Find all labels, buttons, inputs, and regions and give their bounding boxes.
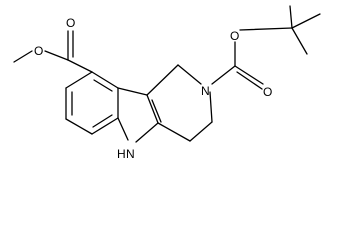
bond-benzene-4	[65, 118, 93, 135]
tetrahydropyridine-ring: N	[146, 64, 213, 142]
molecule-structure: O O H N N	[13, 5, 321, 161]
bond-carbonyl-c-ring	[67, 59, 93, 73]
carbamate-ether-oxygen-label: O	[230, 29, 239, 43]
bond-benzene-1	[91, 71, 119, 89]
bond-ch2-c2	[157, 122, 191, 142]
bond-o-carbonyl-c	[44, 50, 69, 61]
bond-methyl-o	[13, 50, 33, 63]
bond-c3-ch2-top	[146, 64, 179, 96]
bond-n-ch2-right	[209, 91, 213, 123]
bond-ch2-n	[177, 64, 202, 85]
bond-benzene-inner-1	[93, 79, 113, 92]
bond-benzene-inner-2	[92, 114, 113, 128]
bond-n-carbonyl-c	[211, 65, 236, 85]
bond-tbu-methyl-right	[291, 13, 321, 29]
bond-pyrrole-c2-n	[135, 122, 159, 143]
indole-nh-n-label: N	[126, 147, 135, 161]
carbamate-carbonyl-oxygen-label: O	[263, 85, 272, 99]
bond-pyrrole-c3-c2-double	[151, 99, 162, 123]
bond-ch2-ch2-bottom	[189, 121, 213, 142]
bond-tbu-methyl-bottom	[291, 27, 308, 55]
indole-nh-h-label: H	[117, 147, 126, 161]
boc-group: O O	[211, 5, 321, 99]
bond-pyrrole-c3-c2	[146, 94, 159, 124]
bond-pyrrole-n-c7a	[117, 117, 129, 141]
benzene-ring	[65, 71, 119, 135]
methyl-ester-group: O O	[13, 16, 93, 73]
ester-ether-oxygen-label: O	[34, 44, 43, 58]
pyrrole-ring: H N	[117, 87, 162, 161]
bond-benzene-3	[91, 117, 119, 135]
bond-pyrrole-c3a-c3	[117, 87, 148, 96]
ester-carbonyl-oxygen-label: O	[66, 16, 75, 30]
bond-benzene-6	[65, 71, 93, 89]
ring-nitrogen-label: N	[201, 84, 210, 98]
bond-carbonyl-c-o-double-b	[236, 71, 263, 90]
bond-ether-o-quaternary-c	[239, 27, 293, 31]
bond-tbu-methyl-top	[289, 5, 293, 29]
bond-carbonyl-c-o-double-a	[234, 65, 264, 85]
